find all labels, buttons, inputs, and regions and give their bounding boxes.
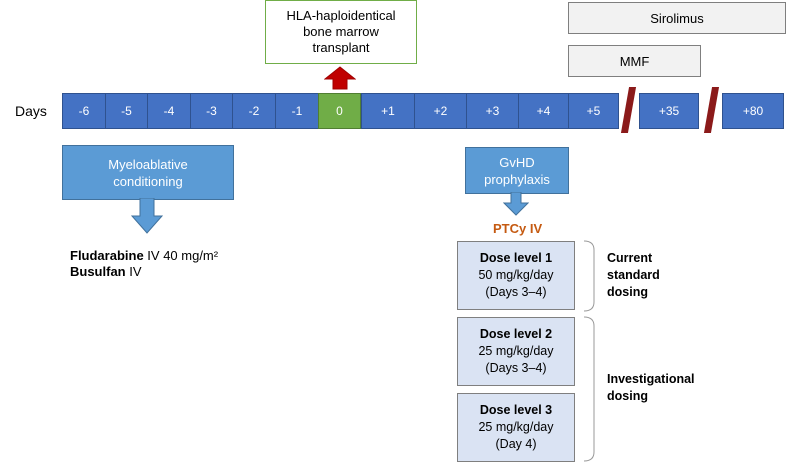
dose-level-dose: 50 mg/kg/day [478,268,554,282]
conditioning-line1: Myeloablative [108,156,188,172]
drug-detail: IV [125,264,142,279]
day-cell: 0 [318,93,361,129]
current-dosing-bracket [583,240,595,312]
day-cell: -4 [147,93,191,129]
conditioning-callout: Myeloablative conditioning [62,145,234,200]
day-cell: +80 [722,93,784,129]
dose-level-1-box: Dose level 1 50 mg/kg/day (Days 3–4) [457,241,575,310]
conditioning-arrow-icon [131,198,163,234]
mmf-label: MMF [619,53,650,69]
timeline-break-mark [703,87,720,133]
dose-level-name: Dose level 3 [479,403,553,417]
gvhd-arrow-icon [503,192,529,216]
conditioning-line2: conditioning [113,173,183,189]
regimen-drug-busulfan: Busulfan IV [70,264,218,280]
day-cell: -6 [62,93,106,129]
dose-level-3-box: Dose level 3 25 mg/kg/day (Day 4) [457,393,575,462]
drug-name: Busulfan [70,264,126,279]
gvhd-callout: GvHD prophylaxis [465,147,569,194]
investigational-dosing-bracket [583,316,595,462]
investigational-dosing-label: Investigational dosing [607,371,695,405]
dose-level-dose: 25 mg/kg/day [478,420,554,434]
gvhd-line1: GvHD [499,154,535,170]
transplant-line1: HLA-haploidentical [286,8,396,23]
current-line3: dosing [607,285,648,299]
current-line1: Current [607,251,653,265]
day-cell: +5 [568,93,619,129]
mmf-box: MMF [568,45,701,77]
day-cell: +1 [361,93,415,129]
day-cell: -3 [190,93,233,129]
drug-name: Fludarabine [70,248,144,263]
dose-level-days: (Days 3–4) [485,285,547,299]
dose-level-name: Dose level 2 [479,327,553,341]
timeline-break-mark [620,87,637,133]
transplant-line2: bone marrow [303,24,379,39]
day-cell: +2 [414,93,467,129]
investigational-line2: dosing [607,389,648,403]
dose-level-days: (Day 4) [495,437,537,451]
current-line2: standard [607,268,660,282]
gvhd-line2: prophylaxis [484,171,550,187]
investigational-line1: Investigational [607,372,695,386]
transplant-line3: transplant [312,40,370,55]
day-cell: +35 [639,93,699,129]
transplant-arrow-icon [324,66,356,90]
dose-level-days: (Days 3–4) [485,361,547,375]
regimen-drug-fludarabine: Fludarabine IV 40 mg/m² [70,248,218,264]
day-cell: -1 [275,93,319,129]
current-dosing-label: Current standard dosing [607,250,660,301]
day-cell: +3 [466,93,519,129]
conditioning-regimen: Fludarabine IV 40 mg/m² Busulfan IV [70,248,218,280]
dose-level-dose: 25 mg/kg/day [478,344,554,358]
days-label: Days [15,103,47,119]
day-cell: -2 [232,93,276,129]
drug-detail: IV 40 mg/m² [143,248,219,263]
sirolimus-label: Sirolimus [650,10,704,26]
dose-level-name: Dose level 1 [479,251,553,265]
sirolimus-box: Sirolimus [568,2,786,34]
transplant-box: HLA-haploidentical bone marrow transplan… [265,0,417,64]
day-cell: +4 [518,93,569,129]
ptcy-title: PTCy IV [493,221,543,236]
day-cell: -5 [105,93,148,129]
dose-level-2-box: Dose level 2 25 mg/kg/day (Days 3–4) [457,317,575,386]
